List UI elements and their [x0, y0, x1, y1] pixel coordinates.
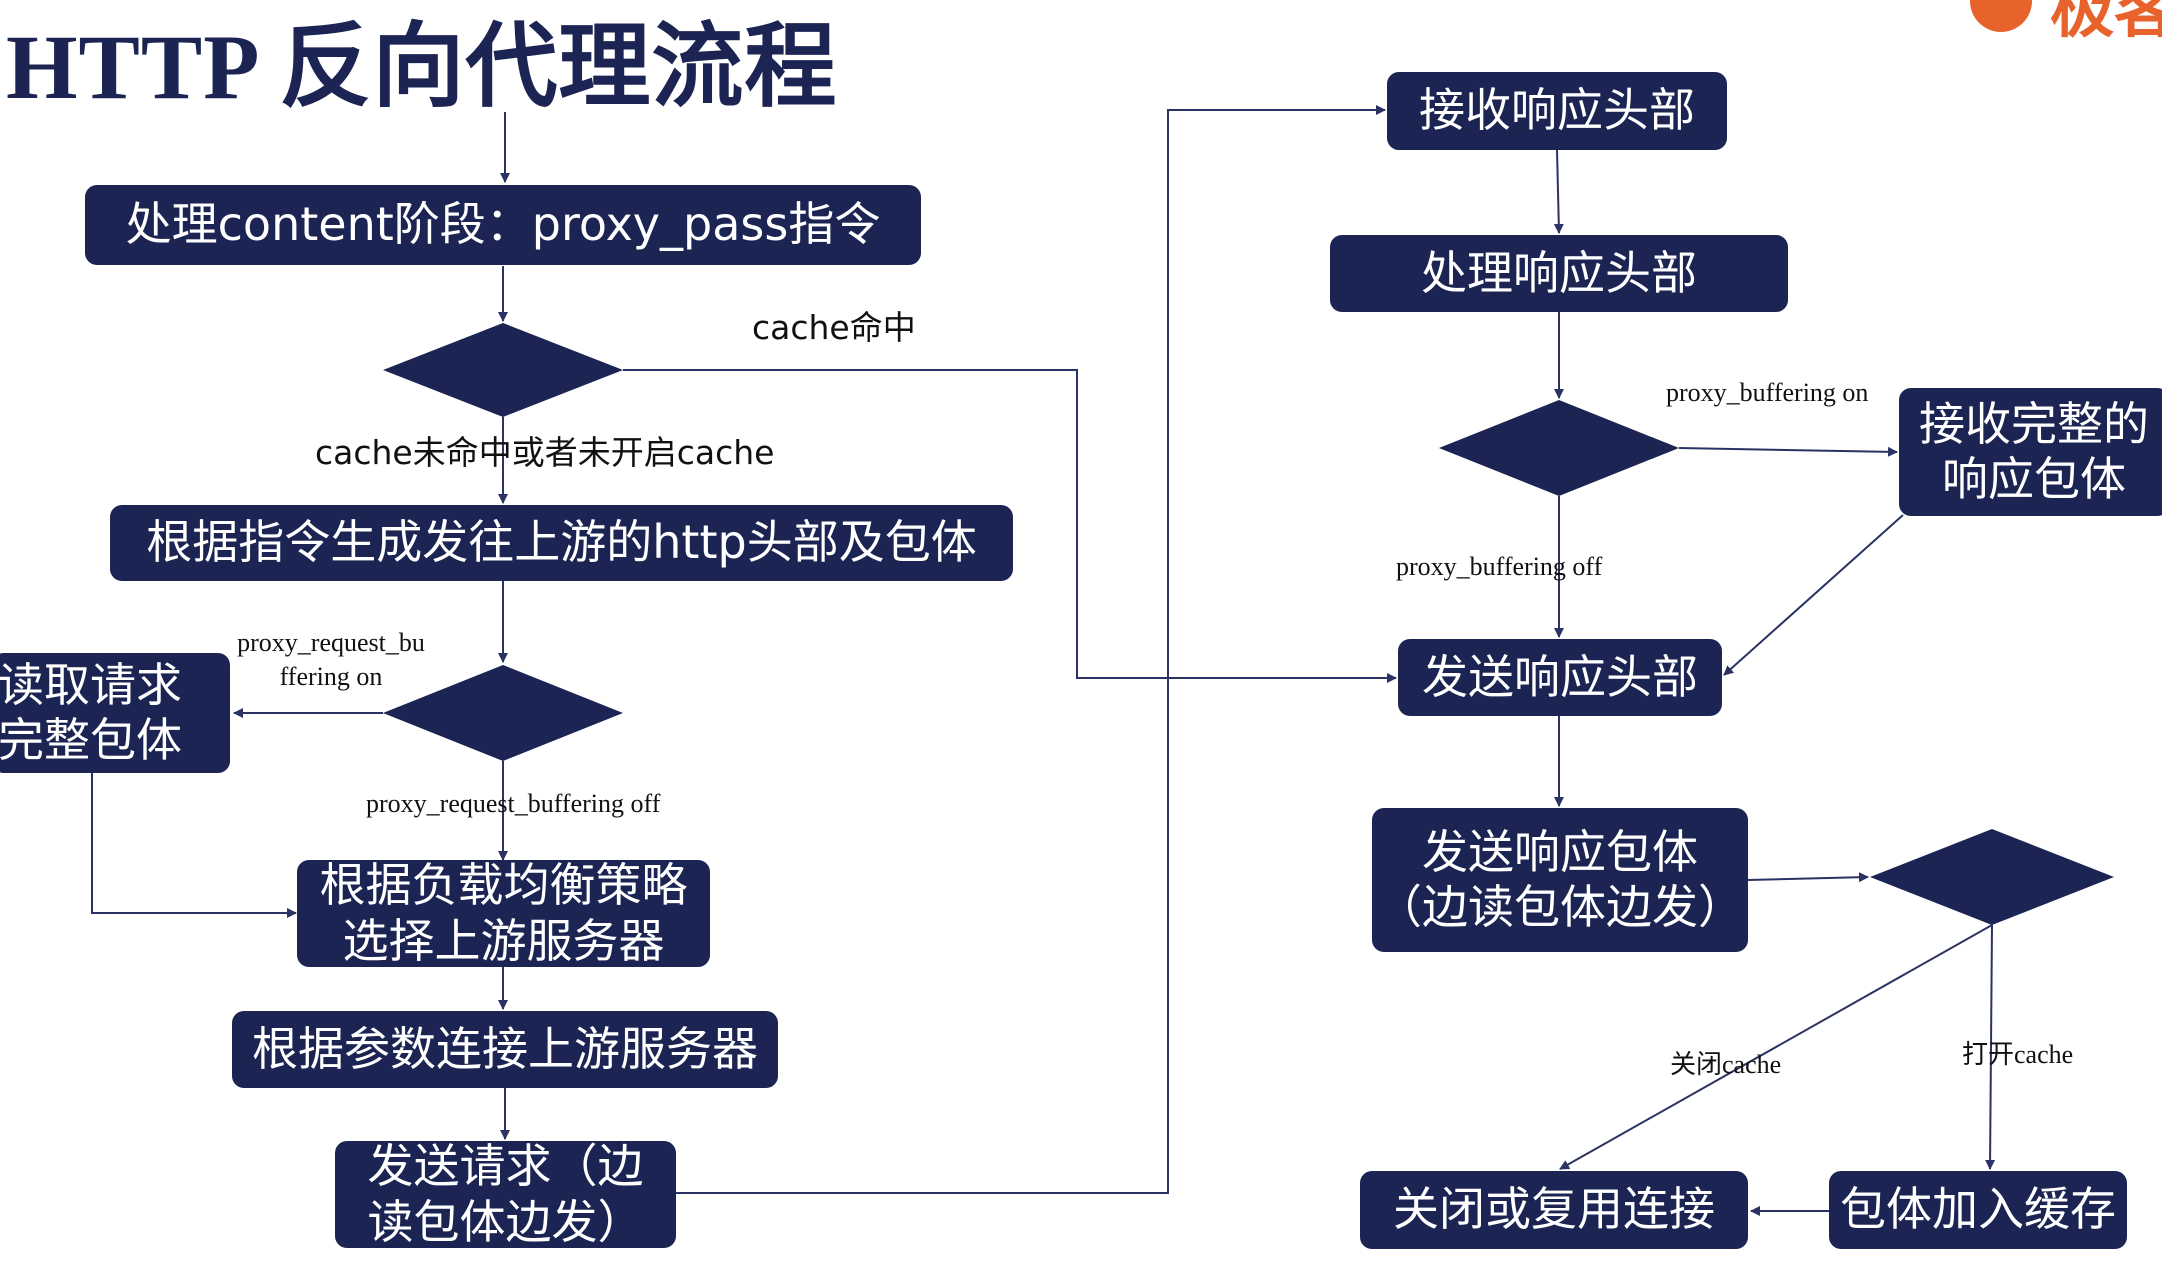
decision-request-buffering [383, 665, 623, 761]
label-close-cache: 关闭cache [1670, 1050, 1782, 1079]
node-connect-upstream: 根据参数连接上游服务器 [232, 1011, 778, 1088]
decision-cache-store [1870, 829, 2114, 925]
node-generate-headers: 根据指令生成发往上游的http头部及包体 [110, 505, 1013, 581]
node-send-body: 发送响应包体 （边读包体边发） [1372, 808, 1748, 952]
node-lb-select-upstream: 根据负载均衡策略 选择上游服务器 [297, 858, 710, 968]
node-process-headers: 处理响应头部 [1330, 235, 1788, 312]
decision-proxy-buffering [1439, 400, 1679, 496]
node-send-request: 发送请求（边 读包体边发） [335, 1139, 676, 1249]
edge-recv-to-proc [1553, 149, 1564, 234]
label-cache-miss: cache未命中或者未开启cache [315, 433, 775, 472]
node-send-headers: 发送响应头部 [1398, 639, 1722, 716]
decision-diamonds [383, 323, 2114, 925]
node-read-request-body: 读取请求 完整包体 [0, 653, 230, 773]
node-receive-headers: 接收响应头部 [1387, 72, 1727, 150]
edge-close-cache [1559, 924, 1993, 1170]
page-title: HTTP 反向代理流程 [6, 16, 838, 118]
edge-full-to-send [1723, 514, 1904, 676]
label-proxy-buffering-on: proxy_buffering on [1666, 378, 1869, 407]
node-content-phase: 处理content阶段：proxy_pass指令 [85, 185, 921, 265]
label-request-buffering-on: proxy_request_bu ffering on [237, 628, 425, 691]
edge-buffering-on [1678, 446, 1898, 457]
node-close-or-reuse: 关闭或复用连接 [1360, 1171, 1748, 1249]
edge-cache-hit [623, 369, 1397, 683]
decision-cache [383, 323, 623, 417]
brand-logo: 极客 [1960, 0, 2162, 47]
node-receive-full-body: 接收完整的 响应包体 [1899, 388, 2162, 516]
label-open-cache: 打开cache [1962, 1040, 2074, 1069]
label-request-buffering-off: proxy_request_buffering off [366, 789, 661, 818]
edge-read-to-lb [91, 773, 297, 918]
label-proxy-buffering-off: proxy_buffering off [1396, 552, 1603, 581]
edge-send-to-recv [675, 105, 1386, 1194]
edge-open-cache [1985, 924, 1996, 1170]
node-add-to-cache: 包体加入缓存 [1829, 1171, 2127, 1249]
logo-text: 极客 [2050, 0, 2162, 47]
label-cache-hit: cache命中 [752, 308, 916, 347]
edge-body-to-decision [1747, 872, 1869, 883]
